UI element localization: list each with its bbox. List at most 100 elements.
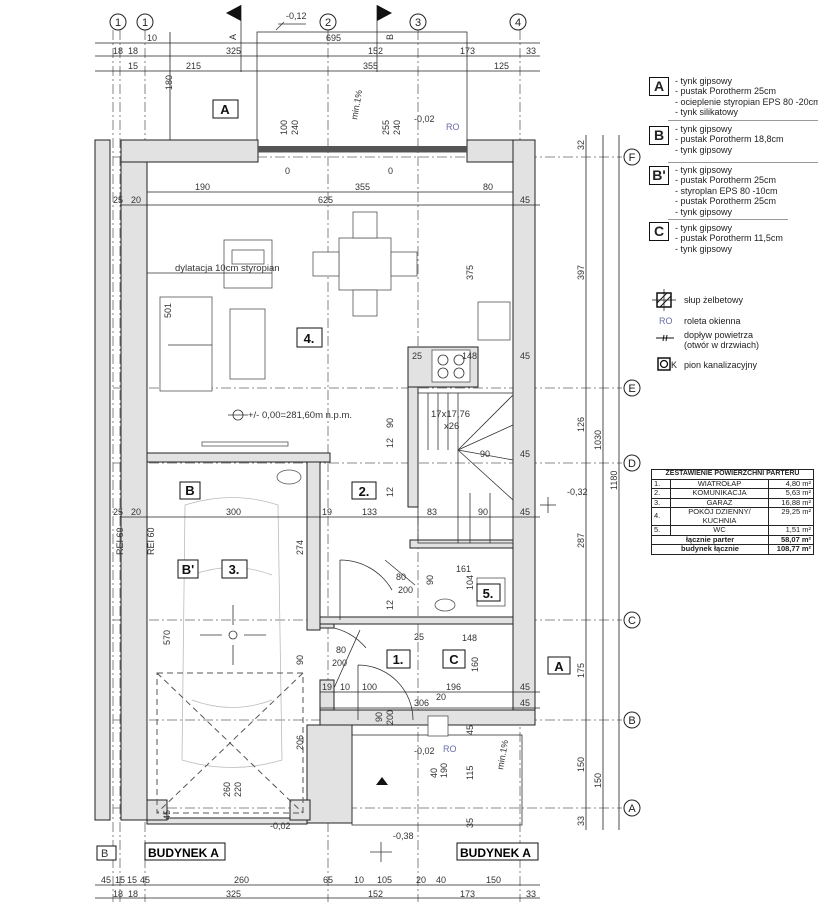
room-tag: 5. <box>483 586 494 601</box>
doors <box>333 559 416 785</box>
roller-shutter-icon: RO <box>659 316 673 326</box>
svg-text:25: 25 <box>113 507 123 517</box>
level-mark: -0,02 <box>414 746 435 756</box>
grid-bubbles: 1 1 2 3 4 F E D C B A <box>109 13 641 817</box>
svg-text:+/- 0,00=281,60m n.p.m.: +/- 0,00=281,60m n.p.m. <box>248 410 352 421</box>
svg-text:274: 274 <box>295 540 305 555</box>
svg-text:397: 397 <box>576 265 586 280</box>
top-dimensions: 10 695 18 18 325 152 173 33 15 215 355 1… <box>95 11 540 153</box>
svg-text:18: 18 <box>113 889 123 899</box>
axis-label: 2 <box>325 17 331 29</box>
svg-text:501: 501 <box>163 303 173 318</box>
wall-tag: A <box>220 102 230 117</box>
svg-text:105: 105 <box>377 875 392 885</box>
svg-text:215: 215 <box>186 61 201 71</box>
svg-text:40: 40 <box>429 768 439 778</box>
svg-text:12: 12 <box>385 487 395 497</box>
svg-text:45: 45 <box>520 682 530 692</box>
bottom-dimensions: B BUDYNEK A BUDYNEK A -0,02 -0,38 45 15 … <box>95 810 540 899</box>
svg-text:12: 12 <box>385 438 395 448</box>
svg-text:15: 15 <box>127 875 137 885</box>
svg-text:32: 32 <box>576 140 586 150</box>
svg-text:625: 625 <box>318 195 333 205</box>
wall-type-layers: - tynk gipsowy - pustak Porotherm 25cm -… <box>675 165 778 217</box>
wall-type-tag: B' <box>649 166 669 185</box>
wall-tag: B' <box>182 562 194 577</box>
svg-text:80: 80 <box>483 182 493 192</box>
room-tag: 1. <box>393 652 404 667</box>
svg-text:306: 306 <box>414 698 429 708</box>
axis-label: 1 <box>115 17 121 29</box>
svg-text:dylatacja 10cm styropian: dylatacja 10cm styropian <box>175 263 280 274</box>
wall-type-tag: C <box>649 222 669 241</box>
axis-label: D <box>628 458 636 470</box>
svg-text:90: 90 <box>295 655 305 665</box>
axis-label: C <box>628 615 636 627</box>
level-mark: -0,38 <box>393 831 414 841</box>
neighbor-tag: B <box>101 848 108 860</box>
svg-text:REI 60: REI 60 <box>146 527 156 555</box>
svg-text:33: 33 <box>526 889 536 899</box>
wall-type-layers: - tynk gipsowy - pustak Porotherm 25cm -… <box>675 76 818 118</box>
svg-text:152: 152 <box>368 46 383 56</box>
svg-text:0: 0 <box>285 166 290 176</box>
svg-text:18: 18 <box>128 889 138 899</box>
svg-text:160: 160 <box>470 657 480 672</box>
wall-tag: B <box>185 483 194 498</box>
svg-text:20: 20 <box>416 875 426 885</box>
axis-label: A <box>628 803 636 815</box>
axis-label: 4 <box>515 17 521 29</box>
svg-text:33: 33 <box>526 46 536 56</box>
svg-text:150: 150 <box>576 757 586 772</box>
axis-label: F <box>629 152 636 164</box>
svg-text:REI 60: REI 60 <box>115 527 125 555</box>
svg-text:RO: RO <box>446 122 460 132</box>
svg-text:90: 90 <box>478 507 488 517</box>
svg-text:200: 200 <box>332 658 347 668</box>
svg-text:695: 695 <box>326 33 341 43</box>
svg-text:260: 260 <box>234 875 249 885</box>
svg-text:1180: 1180 <box>609 471 619 490</box>
svg-text:133: 133 <box>362 507 377 517</box>
svg-text:148: 148 <box>462 633 477 643</box>
svg-text:65: 65 <box>323 875 333 885</box>
svg-text:19: 19 <box>322 682 332 692</box>
room-tag: 2. <box>359 484 370 499</box>
staircase <box>417 392 514 544</box>
svg-text:45: 45 <box>520 195 530 205</box>
svg-text:25: 25 <box>414 632 424 642</box>
svg-text:80: 80 <box>336 645 346 655</box>
svg-text:375: 375 <box>465 265 475 280</box>
svg-text:A: A <box>228 34 238 40</box>
svg-text:45: 45 <box>520 698 530 708</box>
svg-text:x26: x26 <box>444 421 459 432</box>
room-tag: 3. <box>229 562 240 577</box>
svg-text:325: 325 <box>226 46 241 56</box>
svg-text:45: 45 <box>520 351 530 361</box>
room-tag: 4. <box>304 331 315 346</box>
svg-text:20: 20 <box>131 195 141 205</box>
svg-text:200: 200 <box>398 585 413 595</box>
level-mark: -0,32 <box>567 487 588 497</box>
wall-tag: C <box>449 652 459 667</box>
axis-label: 3 <box>415 17 421 29</box>
svg-text:10: 10 <box>354 875 364 885</box>
right-dimensions: 32 397 126 287 175 150 33 1030 1180 150 <box>576 135 620 830</box>
wall-type-layers: - tynk gipsowy - pustak Porotherm 11,5cm… <box>675 223 783 254</box>
svg-text:125: 125 <box>494 61 509 71</box>
svg-text:355: 355 <box>363 61 378 71</box>
rc-column-icon <box>652 289 676 311</box>
svg-text:RO: RO <box>443 744 457 754</box>
svg-text:19: 19 <box>322 507 332 517</box>
plan-tags: A B B' C A 1. 2. 3. 4. 5. <box>177 99 571 675</box>
svg-text:196: 196 <box>446 682 461 692</box>
svg-text:min.1%: min.1% <box>349 89 364 120</box>
svg-text:104: 104 <box>465 575 475 590</box>
svg-text:115: 115 <box>465 766 475 780</box>
divider <box>668 219 788 220</box>
svg-text:15: 15 <box>115 875 125 885</box>
